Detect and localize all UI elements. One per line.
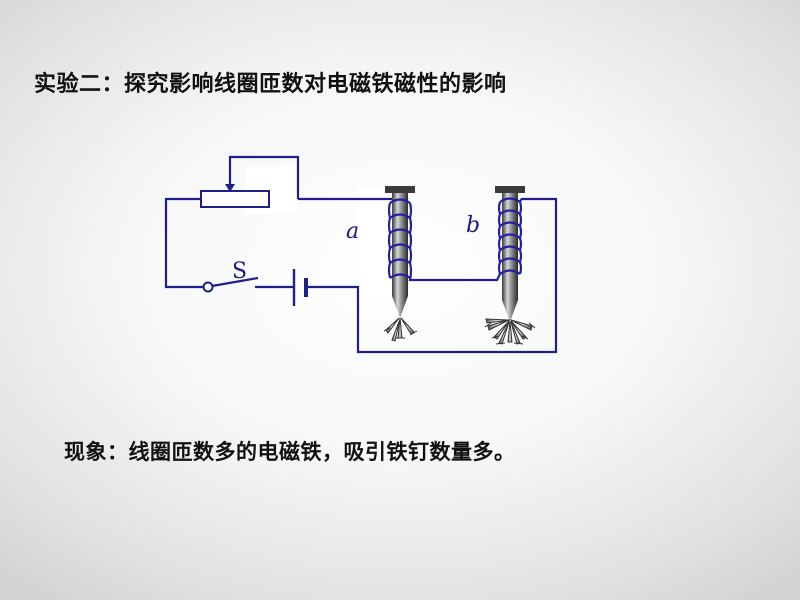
observation-text: 现象：线圈匝数多的电磁铁，吸引铁钉数量多。 — [64, 440, 516, 464]
electromagnet-b — [492, 186, 525, 322]
rheostat — [200, 190, 270, 208]
switch-label: S — [232, 259, 247, 284]
rheostat-slider-arrow — [225, 184, 235, 192]
coil-b — [492, 197, 523, 282]
circuit-wires — [164, 155, 558, 354]
switch-blade — [211, 276, 259, 288]
switch-contact — [202, 281, 214, 293]
label-a: a — [346, 219, 359, 244]
slide-title: 实验二：探究影响线圈匝数对电磁铁磁性的影响 — [34, 72, 507, 97]
electromagnet-a — [385, 186, 415, 318]
nails-b — [484, 318, 536, 345]
label-b: b — [466, 213, 480, 238]
coil-a — [387, 198, 414, 282]
nails-a — [383, 317, 418, 342]
